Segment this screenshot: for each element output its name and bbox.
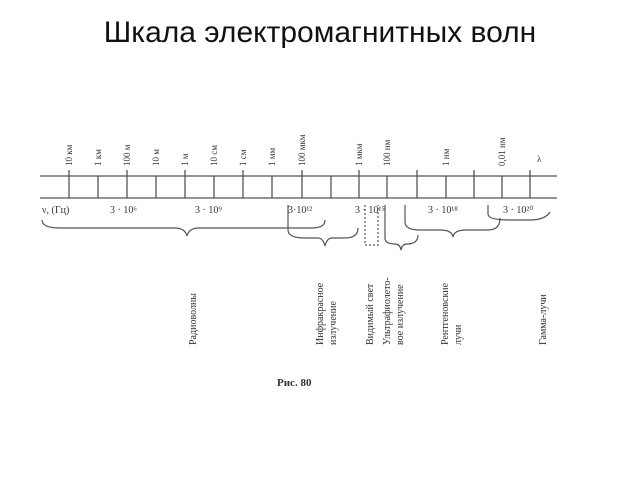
lambda-symbol: λ: [537, 154, 542, 164]
band-infrared: Инфракрасное: [315, 282, 326, 345]
band-xray: Рентгеновские: [440, 282, 451, 345]
wavelength-label: 10 м: [151, 149, 161, 166]
wavelength-label: 1 см: [238, 149, 248, 166]
band-infrared-2: излучение: [328, 301, 339, 345]
title-text: Шкала электромагнитных волн: [103, 16, 537, 49]
frequency-label: 3 · 10⁶: [110, 205, 137, 216]
frequency-label: 3 · 10¹⁵: [355, 205, 385, 216]
band-ultraviolet-2: вое излучение: [395, 284, 406, 345]
wavelength-label: 0,01 нм: [497, 137, 507, 166]
frequency-label: 3·10¹²: [288, 205, 312, 216]
band-gamma: Гамма-лучи: [538, 294, 549, 345]
figure-caption: Рис. 80: [277, 377, 312, 389]
slide-title: Шкала электромагнитных волн: [0, 14, 640, 52]
band-radio: Радиоволны: [188, 293, 199, 345]
frequency-unit: ν, (Гц): [42, 205, 69, 216]
wavelength-label: 100 нм: [382, 139, 392, 166]
band-braces: [41, 205, 551, 251]
wavelength-label: 1 км: [93, 149, 103, 166]
frequency-label: 3 · 10¹⁸: [428, 205, 458, 216]
wavelength-label: 1 мм: [267, 148, 277, 166]
frequency-label: 3 · 10²⁰: [503, 205, 533, 216]
band-xray-2: лучи: [453, 324, 464, 345]
wavelength-label: 10 см: [209, 145, 219, 166]
wavelength-label: 100 мкм: [297, 134, 307, 166]
wavelength-label: 10 км: [64, 144, 74, 166]
wavelength-label: 1 мкм: [354, 143, 364, 166]
wavelength-label: 1 м: [180, 153, 190, 166]
wavelength-label: 1 нм: [441, 148, 451, 166]
band-ultraviolet: Ультрафиолето-: [382, 277, 393, 345]
band-visible: Видимый свет: [365, 283, 376, 345]
scale-ticks: 10 км 1 км 100 м 10 м 1 м 10 см 1 см 1 мм 100 мк…: [64, 134, 531, 198]
wavelength-label: 100 м: [122, 144, 132, 166]
frequency-label: 3 · 10⁹: [195, 205, 222, 216]
